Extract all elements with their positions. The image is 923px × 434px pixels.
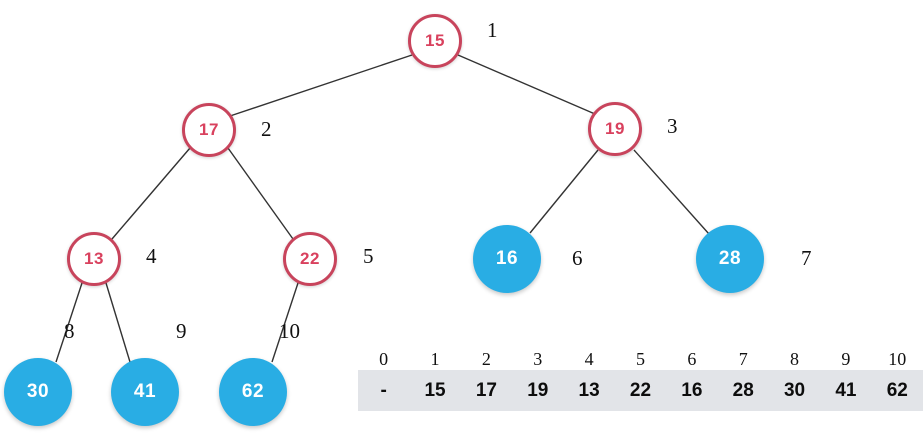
node-index-label-5: 5 bbox=[363, 244, 374, 268]
tree-node-30[interactable]: 30 bbox=[4, 358, 72, 426]
tree-node-13[interactable]: 13 bbox=[67, 232, 121, 286]
array-index-3: 3 bbox=[533, 349, 543, 369]
node-index-label-9: 9 bbox=[176, 319, 187, 343]
array-index-8: 8 bbox=[790, 349, 800, 369]
tree-node-62[interactable]: 62 bbox=[219, 358, 287, 426]
array-cell-8[interactable]: 30 bbox=[783, 379, 806, 401]
array-cell-3[interactable]: 19 bbox=[527, 379, 549, 401]
array-cell-9[interactable]: 41 bbox=[835, 379, 857, 401]
array-cell-4[interactable]: 13 bbox=[578, 379, 600, 401]
tree-node-19[interactable]: 19 bbox=[588, 102, 642, 156]
tree-edge bbox=[229, 54, 413, 117]
array-cell-10[interactable]: 62 bbox=[886, 379, 908, 401]
node-index-label-4: 4 bbox=[146, 244, 157, 268]
array-cell-5[interactable]: 22 bbox=[629, 379, 652, 401]
array-index-2: 2 bbox=[481, 349, 491, 369]
node-index-label-8: 8 bbox=[64, 319, 75, 343]
tree-edge bbox=[633, 149, 710, 235]
tree-edge bbox=[457, 54, 596, 115]
array-index-7: 7 bbox=[738, 349, 748, 369]
node-index-label-10: 10 bbox=[279, 319, 300, 343]
node-index-label-1: 1 bbox=[487, 18, 498, 42]
tree-node-22[interactable]: 22 bbox=[283, 232, 337, 286]
array-cell-6[interactable]: 16 bbox=[681, 379, 703, 401]
array-index-0: 0 bbox=[379, 349, 389, 369]
tree-edge bbox=[227, 147, 294, 240]
node-index-label-3: 3 bbox=[667, 114, 678, 138]
tree-edge bbox=[111, 147, 191, 240]
node-index-label-7: 7 bbox=[801, 246, 812, 270]
node-index-label-2: 2 bbox=[261, 117, 272, 141]
array-cell-1[interactable]: 15 bbox=[424, 379, 446, 401]
tree-node-16[interactable]: 16 bbox=[473, 225, 541, 293]
array-index-9: 9 bbox=[841, 349, 851, 369]
array-index-6: 6 bbox=[687, 349, 697, 369]
node-index-label-6: 6 bbox=[572, 246, 583, 270]
array-index-10: 10 bbox=[888, 349, 907, 369]
tree-node-17[interactable]: 17 bbox=[182, 103, 236, 157]
array-cell-2[interactable]: 17 bbox=[475, 379, 497, 401]
tree-edge bbox=[529, 149, 599, 234]
array-index-1: 1 bbox=[430, 349, 440, 369]
array-cell-0[interactable]: - bbox=[380, 379, 387, 401]
array-index-4: 4 bbox=[584, 349, 594, 369]
heap-array-table: 0 1 2 3 4 5 6 7 8 9 10 - 15 17 19 13 22 16 28 30 41 62 bbox=[358, 340, 923, 411]
array-cell-7[interactable]: 28 bbox=[732, 379, 754, 401]
array-value-row: - 15 17 19 13 22 16 28 30 41 62 bbox=[358, 370, 923, 411]
tree-node-28[interactable]: 28 bbox=[696, 225, 764, 293]
tree-edge bbox=[105, 282, 131, 363]
array-index-5: 5 bbox=[635, 349, 645, 369]
tree-node-15[interactable]: 15 bbox=[408, 14, 462, 68]
array-index-header-row: 0 1 2 3 4 5 6 7 8 9 10 bbox=[358, 340, 923, 370]
tree-node-41[interactable]: 41 bbox=[111, 358, 179, 426]
